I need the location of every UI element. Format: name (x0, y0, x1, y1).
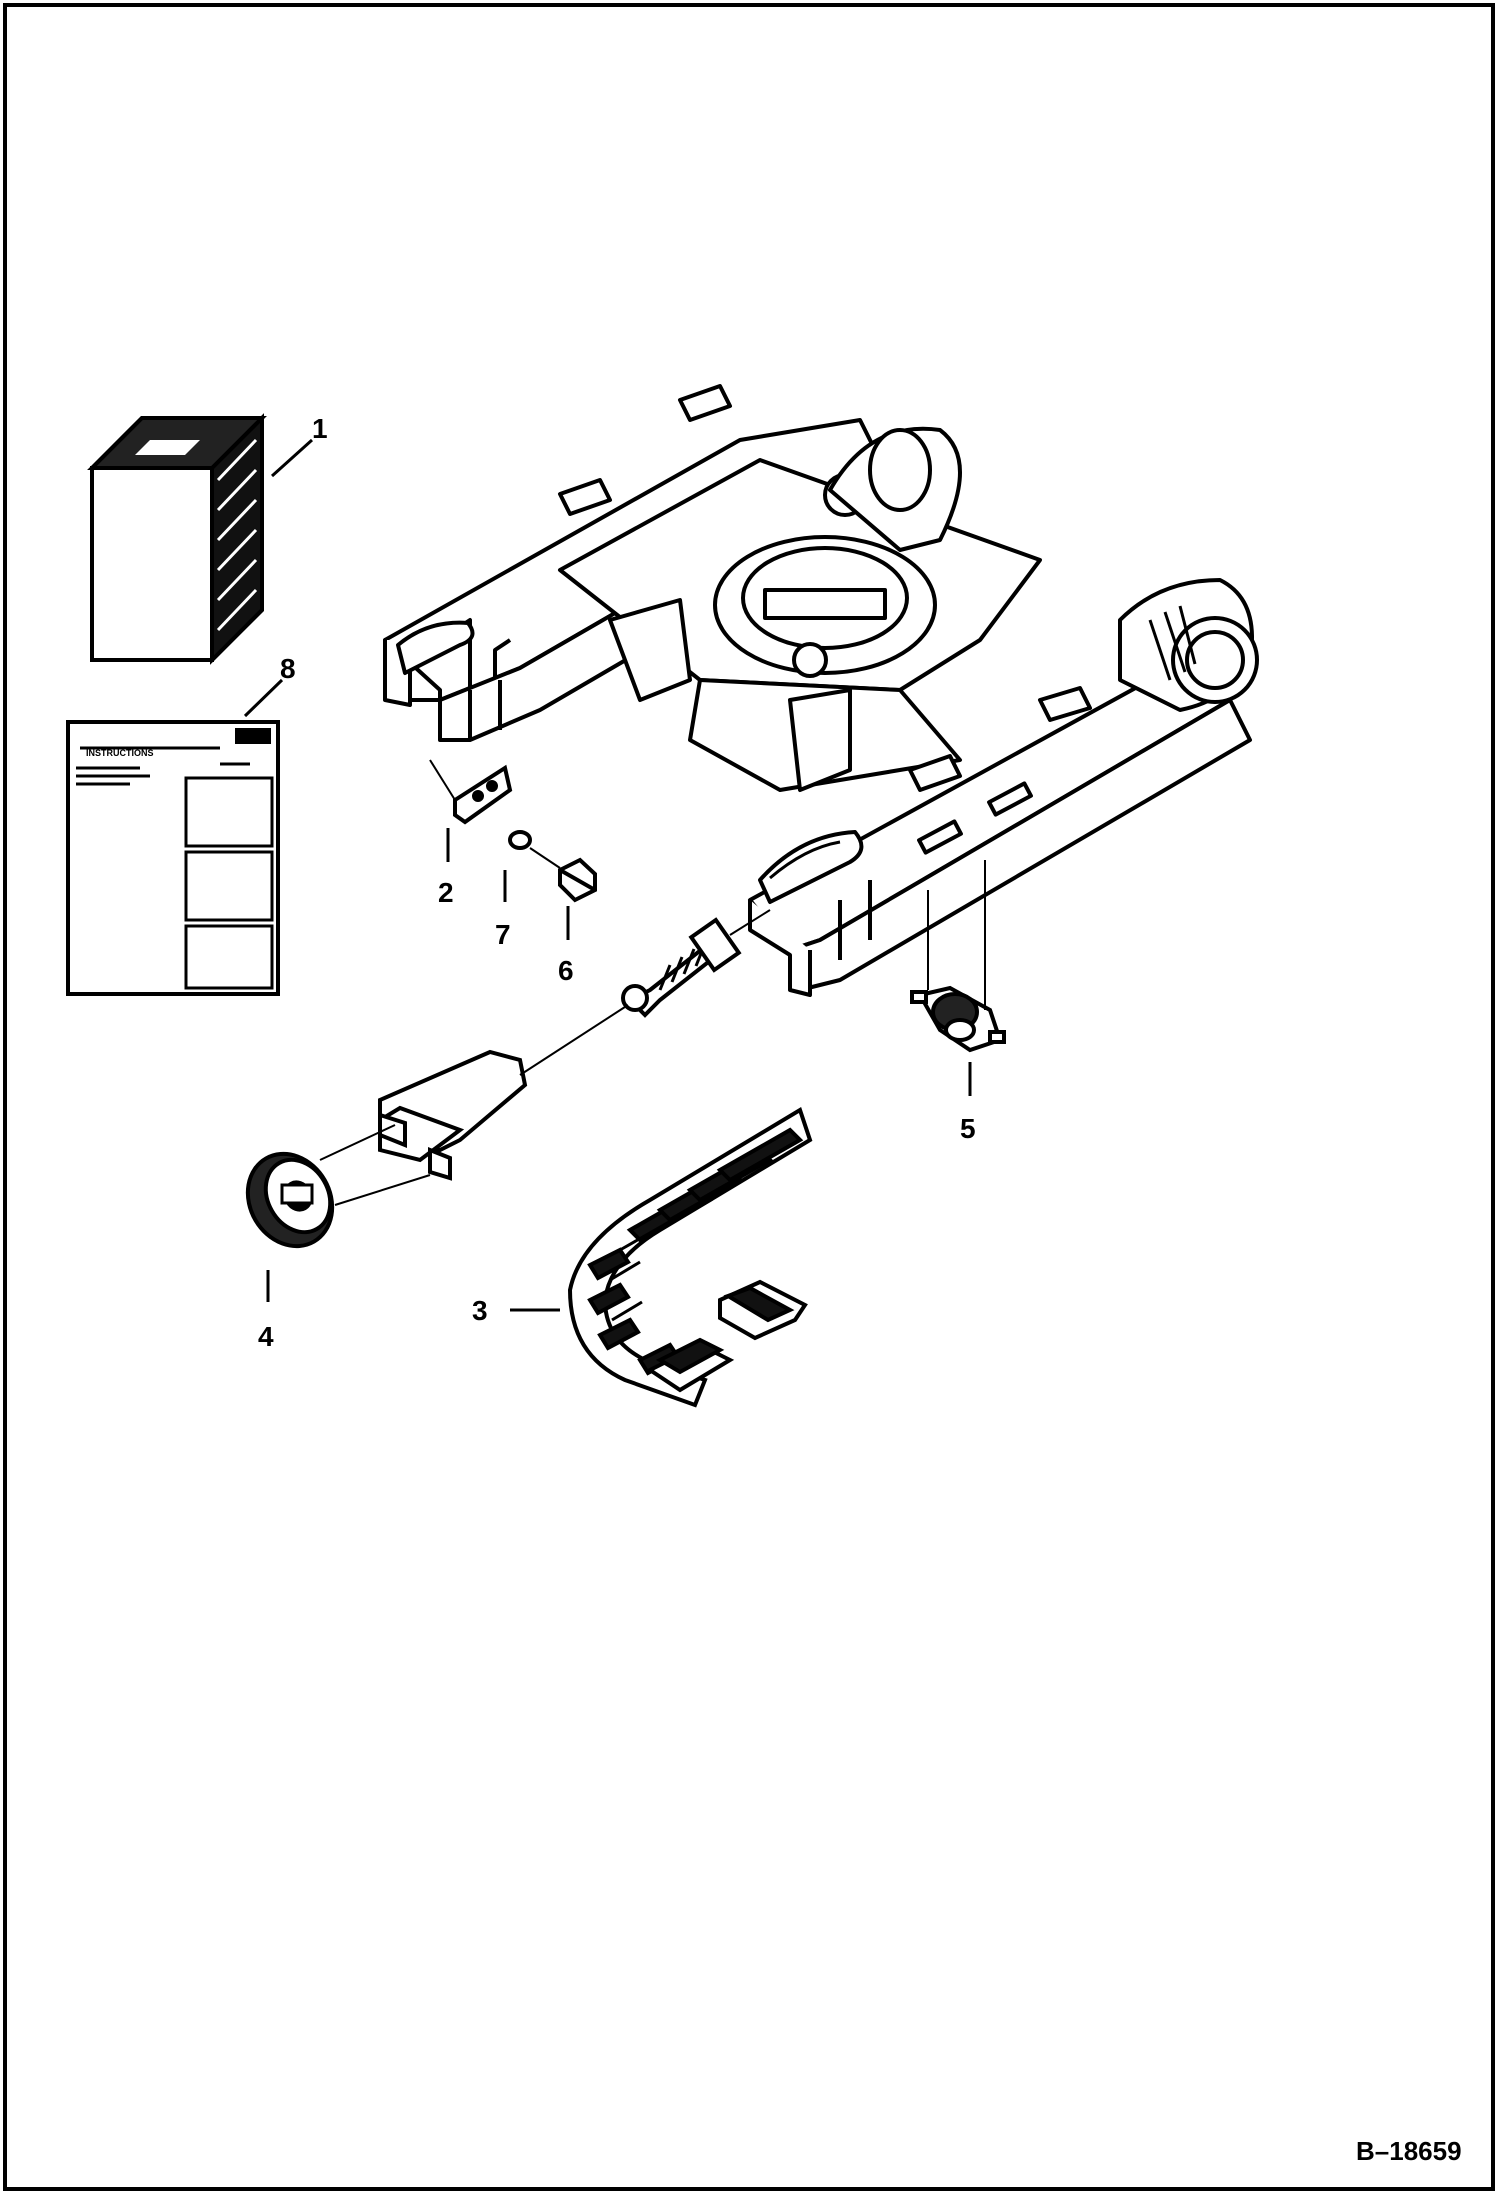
bolt-part (558, 857, 597, 903)
wheel-to-yoke-line-a (319, 1124, 396, 1161)
figure-reference: B–18659 (1356, 2136, 1462, 2166)
callout-5: 5 (960, 1113, 976, 1144)
instruction-sheet: INSTRUCTIONS (66, 720, 280, 996)
callout-2: 2 (438, 877, 454, 908)
callout-8-leader (243, 678, 284, 718)
idler-yoke (378, 1049, 528, 1181)
idler-wheel (245, 1151, 335, 1249)
callout-7: 7 (495, 919, 511, 950)
callout-8: 8 (280, 653, 296, 684)
instruction-sheet-title: INSTRUCTIONS (86, 748, 154, 758)
track-roller (910, 985, 1006, 1053)
track-adjuster-spring (621, 917, 742, 1018)
callout-4: 4 (258, 1321, 274, 1352)
callout-3: 3 (472, 1295, 488, 1326)
wheel-to-yoke-line-b (334, 1174, 431, 1206)
spring-to-yoke-line (519, 1004, 629, 1076)
kit-box (87, 413, 267, 665)
washer-to-bolt-line (529, 847, 561, 869)
bracket-part (453, 764, 513, 825)
washer-part (508, 830, 532, 850)
undercarriage-frame (383, 384, 1259, 997)
callout-6: 6 (558, 955, 574, 986)
callout-1-leader (270, 438, 314, 478)
frame-to-bracket-line (429, 759, 456, 801)
page-border (3, 3, 1495, 2191)
callout-1: 1 (312, 413, 328, 444)
track-chain (567, 1107, 813, 1408)
adjuster-to-frame-line (729, 909, 771, 936)
